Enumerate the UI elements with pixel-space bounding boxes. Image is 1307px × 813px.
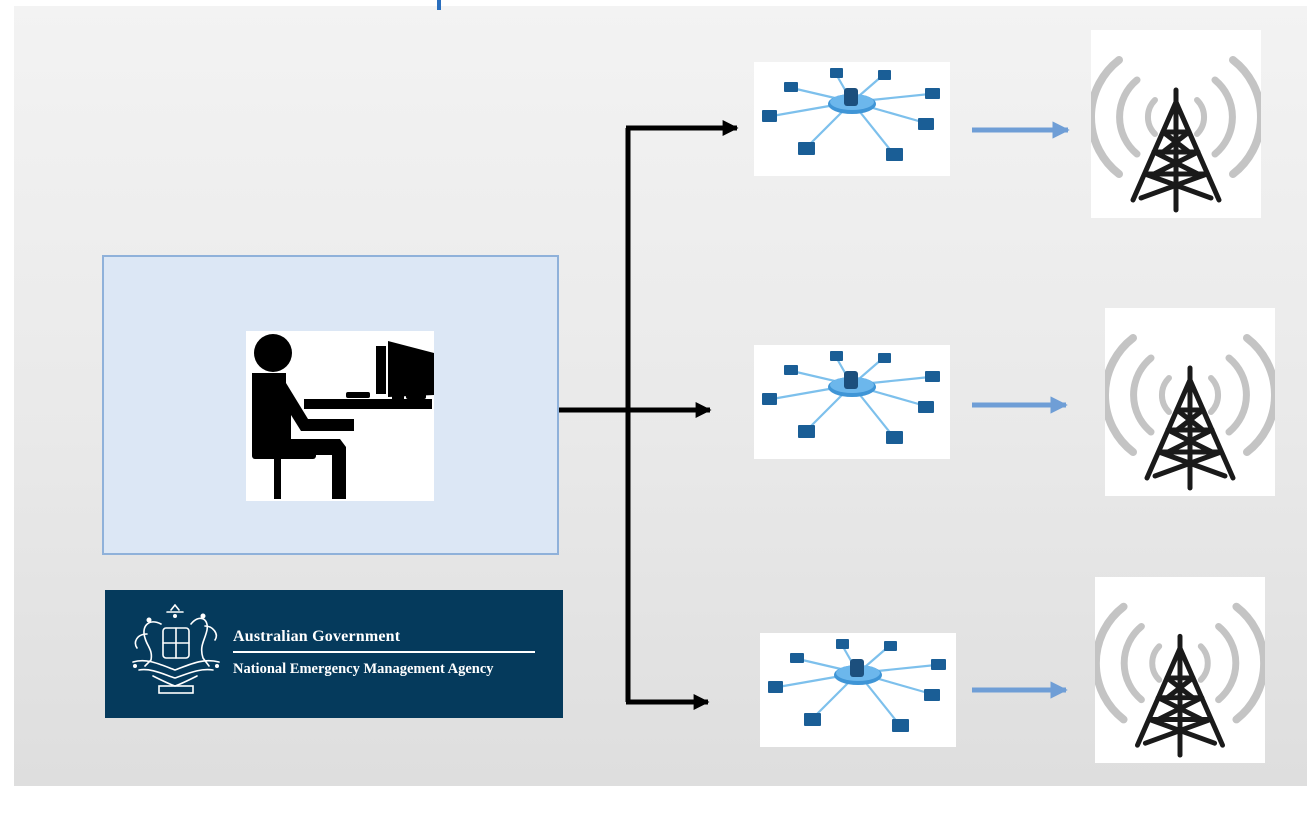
logo-subtitle: National Emergency Management Agency <box>233 661 494 677</box>
radio-tower-icon <box>1095 577 1265 763</box>
government-logo: Australian Government National Emergency… <box>105 590 563 718</box>
coat-of-arms-icon <box>132 604 220 694</box>
top-edge-mark <box>437 0 441 10</box>
radio-tower-icon <box>1091 30 1261 218</box>
logo-title: Australian Government <box>233 628 401 645</box>
radio-tower-icon <box>1105 308 1275 496</box>
person-at-computer-icon <box>246 331 434 501</box>
logo-divider <box>233 651 535 653</box>
network-hub-icon <box>760 633 956 747</box>
network-hub-icon <box>754 345 950 459</box>
network-hub-icon <box>754 62 950 176</box>
